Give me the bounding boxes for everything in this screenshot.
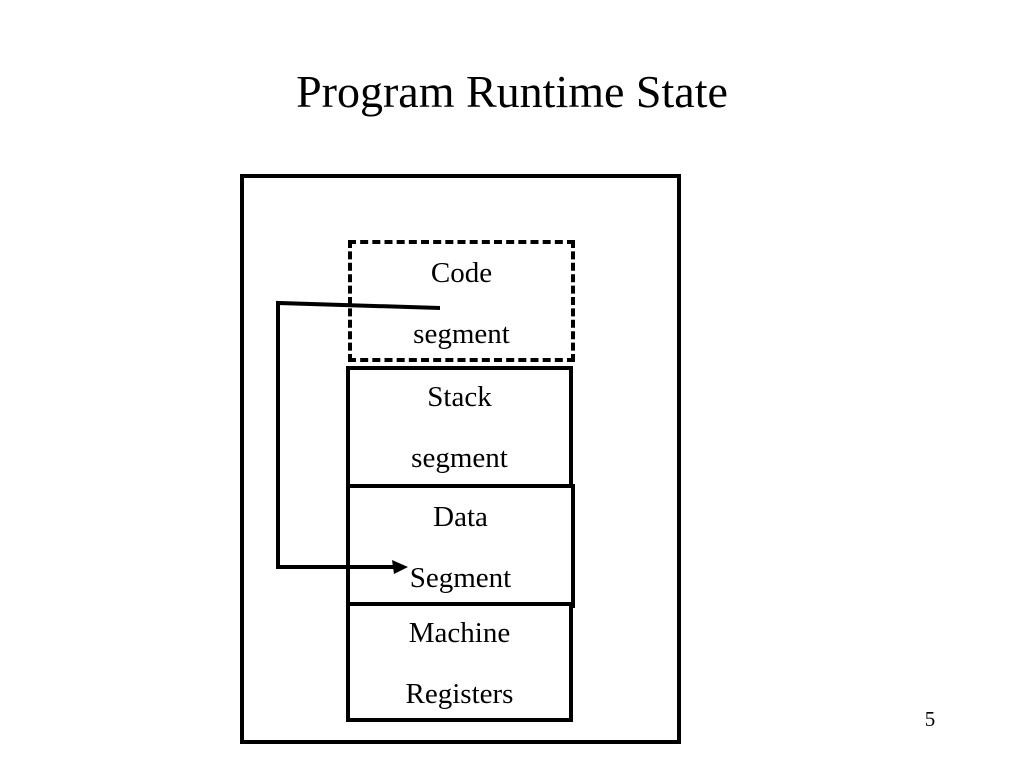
machine-registers-box: Machine Registers	[346, 602, 573, 722]
code-segment-label-line-2: segment	[413, 318, 510, 350]
machine-registers-label-line-2: Registers	[405, 678, 514, 710]
data-segment-label-line-2: Segment	[409, 562, 512, 594]
page-number: 5	[924, 707, 936, 731]
slide-title: Program Runtime State	[296, 66, 728, 117]
data-segment-box: Data Segment	[346, 484, 575, 608]
data-segment-label-line-1: Data	[433, 501, 488, 533]
program-memory-frame	[240, 174, 681, 744]
code-segment-box: Code segment	[348, 240, 575, 362]
code-segment-label-line-1: Code	[430, 257, 493, 289]
stack-segment-label-line-2: segment	[411, 442, 508, 474]
machine-registers-label-line-1: Machine	[408, 617, 511, 649]
stack-segment-label-line-1: Stack	[427, 381, 492, 413]
stack-segment-box: Stack segment	[346, 366, 573, 488]
